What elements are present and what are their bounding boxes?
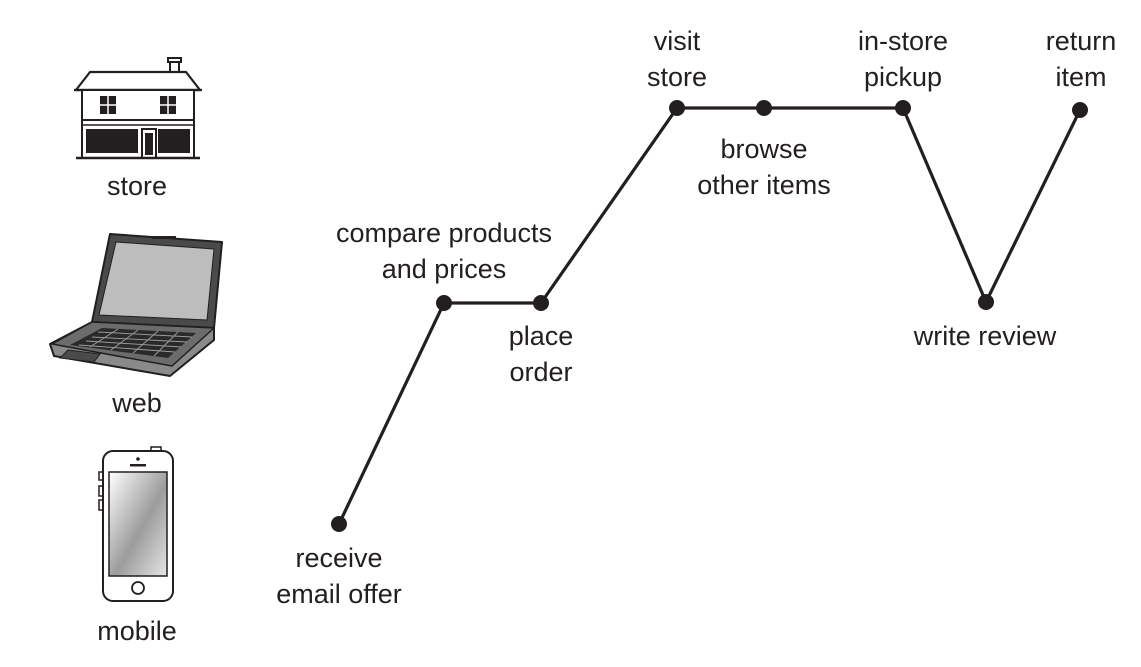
step-label-line: email offer — [276, 579, 402, 609]
step-label-line: browse — [720, 134, 808, 164]
step-label-line: and prices — [381, 254, 507, 284]
step-label-return-item: return item — [1046, 23, 1117, 95]
step-label-line: other items — [697, 170, 831, 200]
channel-label-mobile: mobile — [97, 616, 177, 646]
step-label-receive-email-offer: receive email offer — [276, 540, 402, 612]
step-dot-visit-store — [669, 100, 685, 116]
step-label-line: pickup — [863, 62, 943, 92]
step-label-place-order: place order — [509, 318, 574, 390]
step-dot-receive-email-offer — [331, 516, 347, 532]
step-dot-place-order — [533, 295, 549, 311]
step-label-line: write review — [913, 321, 1057, 351]
channel-label-web: web — [112, 388, 162, 418]
step-label-line: in-store — [857, 26, 949, 56]
house-icon — [74, 57, 202, 160]
step-dot-in-store-pickup — [895, 100, 911, 116]
step-label-compare-products: compare products and prices — [336, 215, 552, 287]
step-dot-write-review — [978, 294, 994, 310]
step-label-browse-other-items: browse other items — [697, 131, 831, 203]
journey-path-line — [337, 106, 1082, 525]
channel-label-store: store — [106, 171, 168, 201]
step-label-in-store-pickup: in-store pickup — [858, 23, 948, 95]
step-label-line: compare products — [335, 218, 553, 248]
step-label-write-review: write review — [914, 318, 1057, 354]
step-label-line: order — [509, 357, 573, 387]
smartphone-icon — [98, 446, 174, 602]
step-label-line: visit — [653, 26, 701, 56]
step-dot-return-item — [1072, 102, 1088, 118]
step-label-line: return — [1045, 26, 1117, 56]
step-dot-browse-other-items — [756, 100, 772, 116]
step-label-line: place — [508, 321, 574, 351]
step-label-line: receive — [295, 543, 383, 573]
step-label-visit-store: visit store — [647, 23, 707, 95]
laptop-icon — [49, 233, 223, 377]
step-dot-compare-products — [436, 295, 452, 311]
step-label-line: store — [646, 62, 708, 92]
step-label-line: item — [1055, 62, 1107, 92]
